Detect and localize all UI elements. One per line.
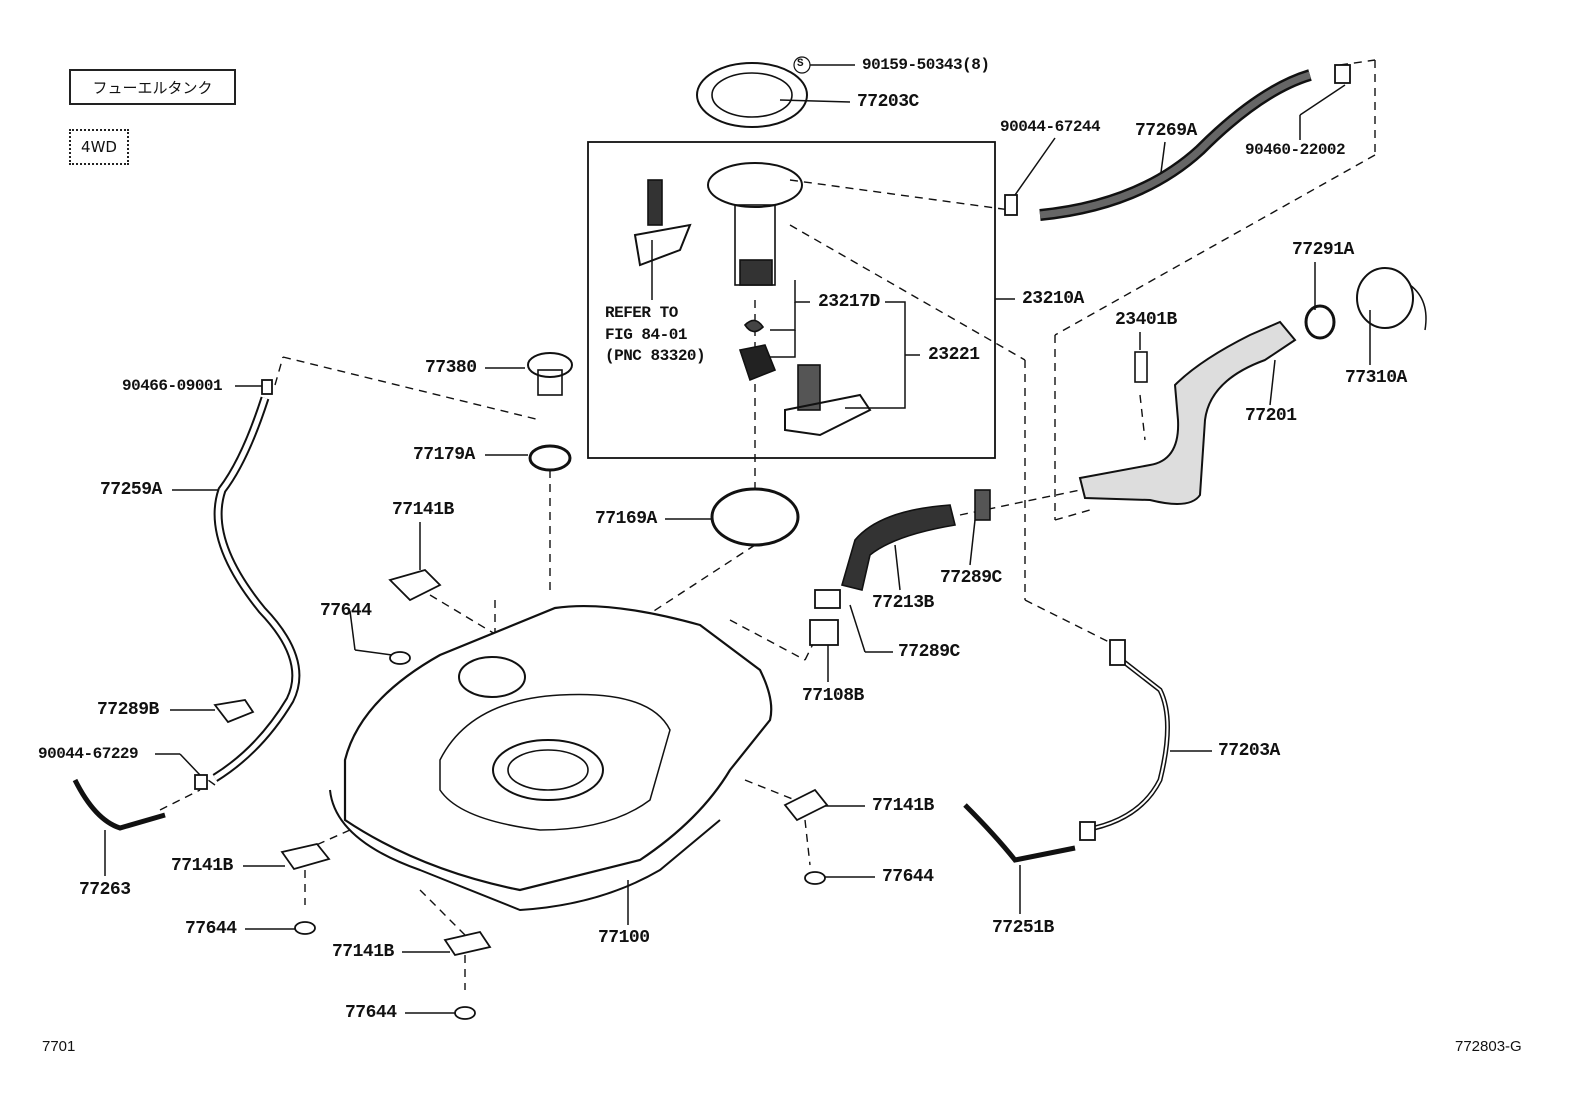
standard-part-symbol: S (797, 58, 804, 70)
part-label[interactable]: 77251B (992, 918, 1054, 938)
part-label[interactable]: 77644 (882, 867, 934, 887)
part-label[interactable]: 77141B (872, 796, 934, 816)
standard-part-circle (793, 56, 811, 74)
variant-box: 4WD (69, 129, 129, 165)
part-label[interactable]: 77289B (97, 700, 159, 720)
sender-gauge (633, 223, 692, 267)
part-label[interactable]: 77169A (595, 509, 657, 529)
drawing-code: 772803-G (1455, 1038, 1522, 1055)
part-label[interactable]: 77141B (392, 500, 454, 520)
part-label[interactable]: 23221 (928, 345, 980, 365)
part-label[interactable]: 77201 (1245, 406, 1297, 426)
fuel-cap (1356, 267, 1414, 329)
fuel-tank (343, 604, 773, 892)
part-label[interactable]: 77289C (940, 568, 1002, 588)
part-label[interactable]: 90044-67244 (1000, 118, 1101, 136)
part-label[interactable]: 77141B (332, 942, 394, 962)
figure-number: 7701 (42, 1038, 76, 1055)
hose-77263 (72, 778, 166, 831)
part-label[interactable]: 23401B (1115, 310, 1177, 330)
cover-plate (696, 62, 808, 128)
part-label[interactable]: 90460-22002 (1245, 141, 1346, 159)
leader-lines (104, 64, 1371, 1014)
cover-plate-inner (711, 72, 793, 118)
part-label[interactable]: 77380 (425, 358, 477, 378)
part-label[interactable]: 77644 (345, 1003, 397, 1023)
part-label[interactable]: 77203C (857, 92, 919, 112)
part-label[interactable]: 77108B (802, 686, 864, 706)
hose-77213B (841, 504, 956, 591)
part-label[interactable]: 77141B (171, 856, 233, 876)
part-label[interactable]: 77213B (872, 593, 934, 613)
pump-flange (707, 162, 803, 208)
pump-filter (784, 393, 872, 437)
part-label[interactable]: 77203A (1218, 741, 1280, 761)
part-label[interactable]: 77644 (185, 919, 237, 939)
filler-pipe (1078, 320, 1297, 505)
part-label[interactable]: 90044-67229 (38, 745, 139, 763)
guide-lines (159, 59, 1376, 990)
part-label[interactable]: 77259A (100, 480, 162, 500)
section-title-box: フューエルタンク (69, 69, 236, 105)
reference-note-line-3: (PNC 83320) (605, 347, 706, 365)
part-label[interactable]: 77289C (898, 642, 960, 662)
part-label[interactable]: 23210A (1022, 289, 1084, 309)
part-label[interactable]: 77100 (598, 928, 650, 948)
part-label[interactable]: 77179A (413, 445, 475, 465)
part-label[interactable]: 23217D (818, 292, 880, 312)
hose-77251B (963, 803, 1076, 863)
part-label[interactable]: 77291A (1292, 240, 1354, 260)
part-label[interactable]: 77269A (1135, 121, 1197, 141)
reference-note-line-1: REFER TO (605, 304, 678, 322)
part-label[interactable]: 77310A (1345, 368, 1407, 388)
reference-note-line-2: FIG 84-01 (605, 326, 687, 344)
part-label[interactable]: 77644 (320, 601, 372, 621)
gasket-ring (710, 487, 800, 547)
part-label[interactable]: 77263 (79, 880, 131, 900)
hose-77203A (1084, 653, 1170, 833)
part-label[interactable]: 90466-09001 (122, 377, 223, 395)
pump-assembly-box (587, 141, 996, 459)
part-label[interactable]: 90159-50343(8) (862, 56, 990, 74)
